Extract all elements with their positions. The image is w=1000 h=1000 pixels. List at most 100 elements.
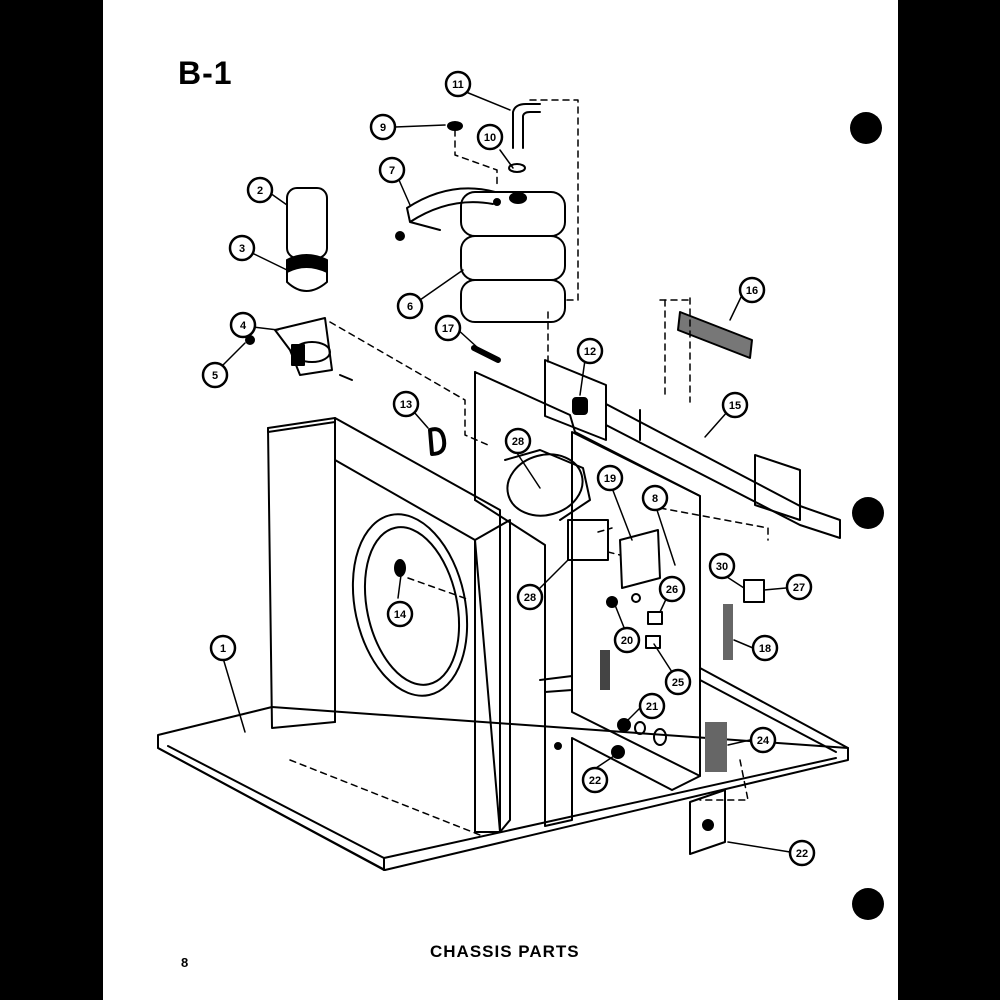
bracket-4: [274, 317, 333, 376]
binder-hole-bottom: [852, 888, 884, 920]
callout-24: 24: [749, 726, 777, 754]
callout-17: 17: [434, 314, 462, 342]
callout-22b-circle: [788, 839, 816, 867]
callout-2: 2: [246, 176, 274, 204]
callout-13-label: 13: [400, 399, 412, 411]
callout-9-label: 9: [380, 122, 386, 134]
callout-28a-circle: [504, 427, 532, 455]
callout-14-circle: [386, 600, 414, 628]
callout-16-circle: [738, 276, 766, 304]
callout-4-circle: [229, 311, 257, 339]
callout-9-circle: [369, 113, 397, 141]
callout-14-label: 14: [394, 609, 407, 621]
callout-1-label: 1: [220, 643, 226, 655]
callout-30: 30: [708, 552, 736, 580]
seal-24: [705, 722, 727, 772]
callout-16: 16: [738, 276, 766, 304]
callout-28b-circle: [516, 583, 544, 611]
callout-18-label: 18: [759, 643, 771, 655]
callout-19-circle: [596, 464, 624, 492]
callout-10-label: 10: [484, 132, 496, 144]
switch-27: [743, 579, 765, 603]
callout-22b: 22: [788, 839, 816, 867]
callout-6-label: 6: [407, 301, 413, 313]
callout-30-label: 30: [716, 561, 728, 573]
callout-15-circle: [721, 391, 749, 419]
callout-21: 21: [638, 692, 666, 720]
assembly-lines: [289, 99, 769, 836]
callout-7: 7: [378, 156, 406, 184]
callout-13-circle: [392, 390, 420, 418]
callout-21-label: 21: [646, 701, 658, 713]
callout-8-label: 8: [652, 493, 658, 505]
callout-2-circle: [246, 176, 274, 204]
callout-22b-label: 22: [796, 848, 808, 860]
terminal-25: [645, 635, 661, 649]
callout-12: 12: [576, 337, 604, 365]
paper-sheet: [103, 0, 898, 1000]
callout-4: 4: [229, 311, 257, 339]
callout-6: 6: [396, 292, 424, 320]
callout-group: 1234567891011121314151617181920212222242…: [201, 70, 816, 867]
binder-hole-middle: [852, 497, 884, 529]
grommet-13: [428, 427, 447, 456]
callout-10: 10: [476, 123, 504, 151]
callout-22a-circle: [581, 766, 609, 794]
callout-18: 18: [751, 634, 779, 662]
callout-12-circle: [576, 337, 604, 365]
orifice-panel: [267, 417, 511, 833]
callout-10-circle: [476, 123, 504, 151]
callout-24-label: 24: [757, 735, 770, 747]
rear-bracket-15: [544, 359, 841, 539]
callout-26-circle: [658, 575, 686, 603]
callout-1: 1: [209, 634, 237, 662]
callout-4-label: 4: [240, 320, 247, 332]
callout-27-circle: [785, 573, 813, 601]
plate-22: [689, 789, 726, 855]
gasket-10: [508, 163, 526, 173]
cap-9: [447, 121, 463, 131]
callout-8-circle: [641, 484, 669, 512]
callout-14: 14: [386, 600, 414, 628]
callout-5: 5: [201, 361, 229, 389]
callout-15-label: 15: [729, 400, 741, 412]
callout-3-circle: [228, 234, 256, 262]
strap-7: [406, 187, 496, 231]
hose-11: [512, 103, 541, 149]
seal-16: [677, 311, 753, 359]
callout-20-circle: [613, 626, 641, 654]
callout-3-label: 3: [239, 243, 245, 255]
callout-6-circle: [396, 292, 424, 320]
callout-27: 27: [785, 573, 813, 601]
callout-28b-label: 28: [524, 592, 536, 604]
callout-17-circle: [434, 314, 462, 342]
callout-5-circle: [201, 361, 229, 389]
callout-30-circle: [708, 552, 736, 580]
callout-7-label: 7: [389, 165, 395, 177]
diagram-caption: CHASSIS PARTS: [430, 942, 580, 961]
terminal-26: [647, 611, 663, 625]
callout-3: 3: [228, 234, 256, 262]
callout-17-label: 17: [442, 323, 454, 335]
callout-21-circle: [638, 692, 666, 720]
seal-17: [471, 345, 501, 363]
callout-5-label: 5: [212, 370, 218, 382]
callout-16-label: 16: [746, 285, 758, 297]
callout-7-circle: [378, 156, 406, 184]
callout-26-label: 26: [666, 584, 678, 596]
callout-12-label: 12: [584, 346, 596, 358]
callout-11-circle: [444, 70, 472, 98]
callout-22a-label: 22: [589, 775, 601, 787]
callout-20: 20: [613, 626, 641, 654]
callout-28b: 28: [516, 583, 544, 611]
callout-25-label: 25: [672, 677, 684, 689]
callout-25: 25: [664, 668, 692, 696]
callout-11: 11: [444, 70, 472, 98]
callout-20-label: 20: [621, 635, 633, 647]
callout-9: 9: [369, 113, 397, 141]
callout-2-label: 2: [257, 185, 263, 197]
callout-22a: 22: [581, 766, 609, 794]
grommet-14: [394, 559, 406, 577]
base-pan: [157, 667, 849, 871]
